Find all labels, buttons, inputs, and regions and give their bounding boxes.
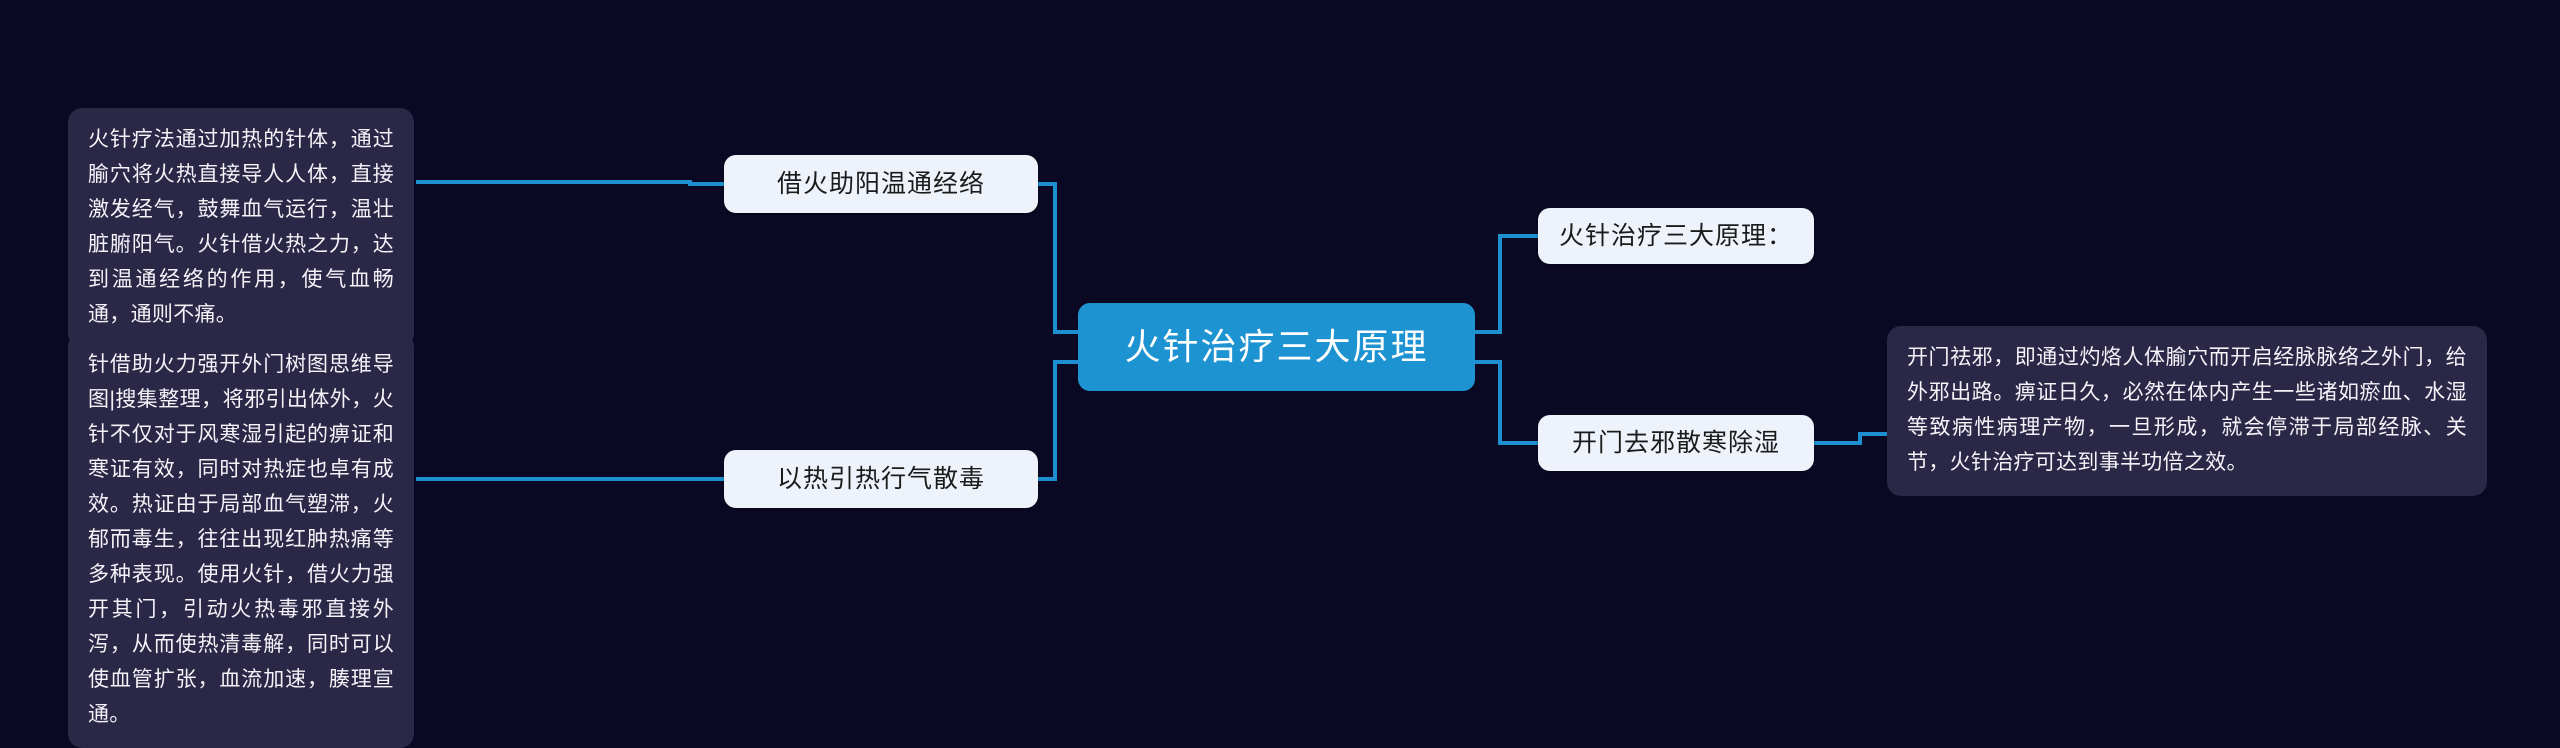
note-card-kaimen-quxie: 开门祛邪，即通过灼烙人体腧穴而开启经脉脉络之外门，给外邪出路。痹证日久，必然在体… (1887, 326, 2487, 496)
node-kaimen-quxie-sanhan-chushi[interactable]: 开门去邪散寒除湿 (1538, 415, 1814, 471)
note-card-qiangkai-waimen: 针借助火力强开外门树图思维导图|搜集整理，将邪引出体外，火针不仅对于风寒湿引起的… (68, 333, 414, 748)
node-huozhen-sanda-yuanli-heading[interactable]: 火针治疗三大原理： (1538, 208, 1814, 264)
root-node-huozhen-sanda-yuanli[interactable]: 火针治疗三大原理 (1078, 303, 1475, 391)
edge-root-to-sandayuanli (1475, 234, 1538, 334)
edge-jiehuo-to-note (416, 180, 724, 186)
edge-root-to-jiehuo (1038, 182, 1078, 334)
node-jiehuo-zhuyang-wentong-jingluo[interactable]: 借火助阳温通经络 (724, 155, 1038, 213)
edge-root-to-yire (1038, 360, 1078, 481)
edge-root-to-kaimen (1475, 360, 1538, 445)
note-card-wenzhi-jingluo: 火针疗法通过加热的针体，通过腧穴将火热直接导人人体，直接激发经气，鼓舞血气运行，… (68, 108, 414, 348)
node-yire-yinre-xingqi-sandu[interactable]: 以热引热行气散毒 (724, 450, 1038, 508)
edge-kaimen-to-note (1814, 432, 1887, 445)
